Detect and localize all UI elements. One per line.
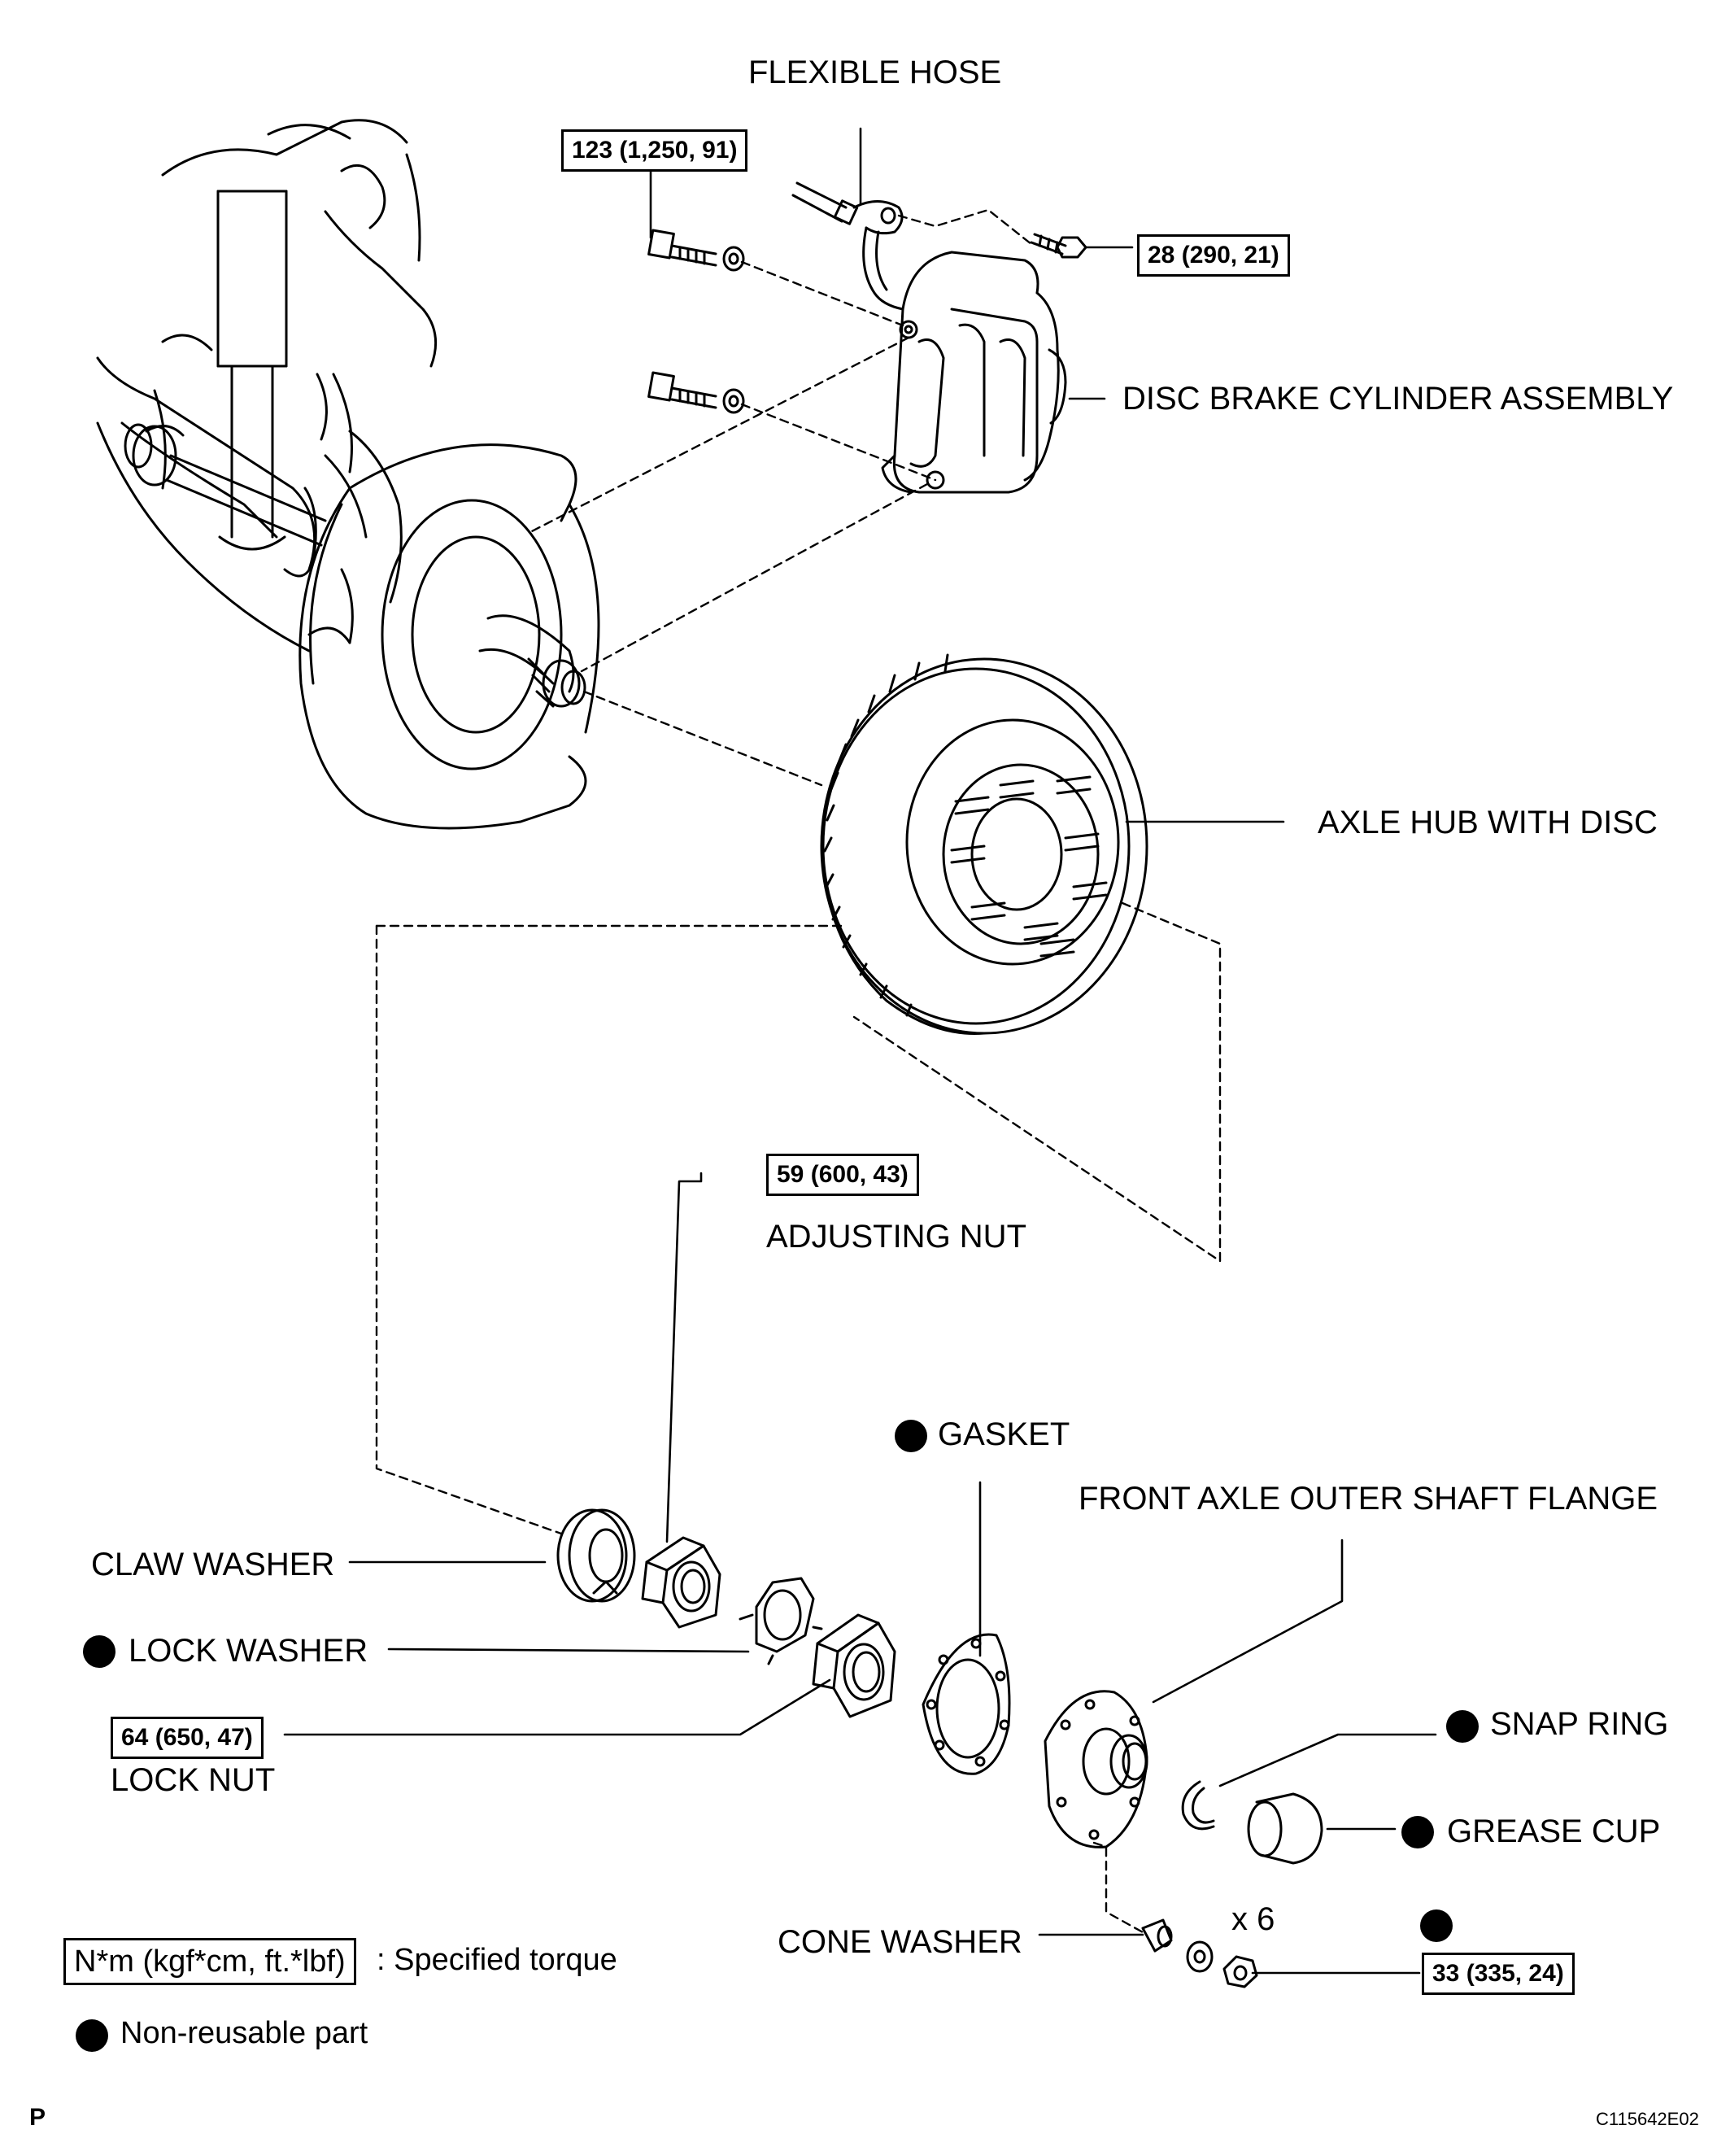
legend-torque-desc: : Specified torque [377,1943,617,1977]
claw-washer-label: CLAW WASHER [91,1547,335,1582]
steering-knuckle-assembly [96,119,438,652]
cone-washer-drawing [1141,1918,1173,1953]
quantity-label: x 6 [1231,1901,1275,1937]
non-reusable-icon [83,1635,115,1668]
legend-torque-unit: N*m (kgf*cm, ft.*lbf) [63,1938,356,1985]
legend-nonreusable-desc: Non-reusable part [120,2016,368,2050]
disc-brake-cylinder-label: DISC BRAKE CYLINDER ASSEMBLY [1122,381,1674,417]
flexible-hose-drawing [791,181,904,311]
hub-nut-torque: 33 (335, 24) [1422,1953,1575,1995]
axle-hub-disc-drawing [820,653,1148,1035]
front-axle-flange-drawing [1044,1690,1148,1848]
disc-brake-cylinder-drawing [881,251,1067,494]
gasket-label: GASKET [938,1416,1070,1452]
lock-nut-torque: 64 (650, 47) [111,1717,264,1759]
non-reusable-icon [895,1420,927,1452]
claw-washer-drawing [556,1508,636,1603]
grease-cup-label: GREASE CUP [1447,1813,1661,1849]
flexible-hose-label: FLEXIBLE HOSE [748,55,1002,90]
snap-ring-drawing [1181,1780,1215,1831]
plain-washer-drawing [1186,1940,1214,1973]
non-reusable-icon [76,2019,108,2052]
adjusting-nut-torque: 59 (600, 43) [766,1154,919,1196]
gasket-drawing [922,1633,1011,1775]
leader-lines [283,127,1437,1975]
dust-cover [299,443,600,830]
lock-nut-drawing [812,1613,896,1718]
snap-ring-label: SNAP RING [1490,1706,1669,1742]
alignment-dashed-lines [375,208,1222,1934]
front-axle-flange-label: FRONT AXLE OUTER SHAFT FLANGE [1079,1481,1658,1517]
adjusting-nut-drawing [641,1536,721,1629]
flex-hose-bolt [1030,233,1087,259]
axle-spindle [478,614,586,708]
lock-nut-label: LOCK NUT [111,1762,276,1798]
caliper-lower-bolt [647,371,745,414]
lock-washer-label: LOCK WASHER [129,1633,368,1669]
grease-cup-drawing [1247,1792,1323,1865]
cone-washer-label: CONE WASHER [778,1924,1022,1960]
corner-mark: P [29,2104,46,2131]
non-reusable-icon [1420,1909,1453,1942]
hub-nut-drawing [1222,1955,1258,1988]
figure-code: C115642E02 [1596,2109,1699,2129]
axle-hub-with-disc-label: AXLE HUB WITH DISC [1318,805,1658,840]
lock-washer-drawing [739,1577,823,1665]
non-reusable-icon [1446,1710,1479,1743]
flex-hose-bolt-torque: 28 (290, 21) [1137,234,1290,277]
adjusting-nut-label: ADJUSTING NUT [766,1219,1026,1255]
non-reusable-icon [1401,1816,1434,1848]
caliper-upper-bolt [647,229,745,272]
caliper-bolt-torque: 123 (1,250, 91) [561,129,748,172]
